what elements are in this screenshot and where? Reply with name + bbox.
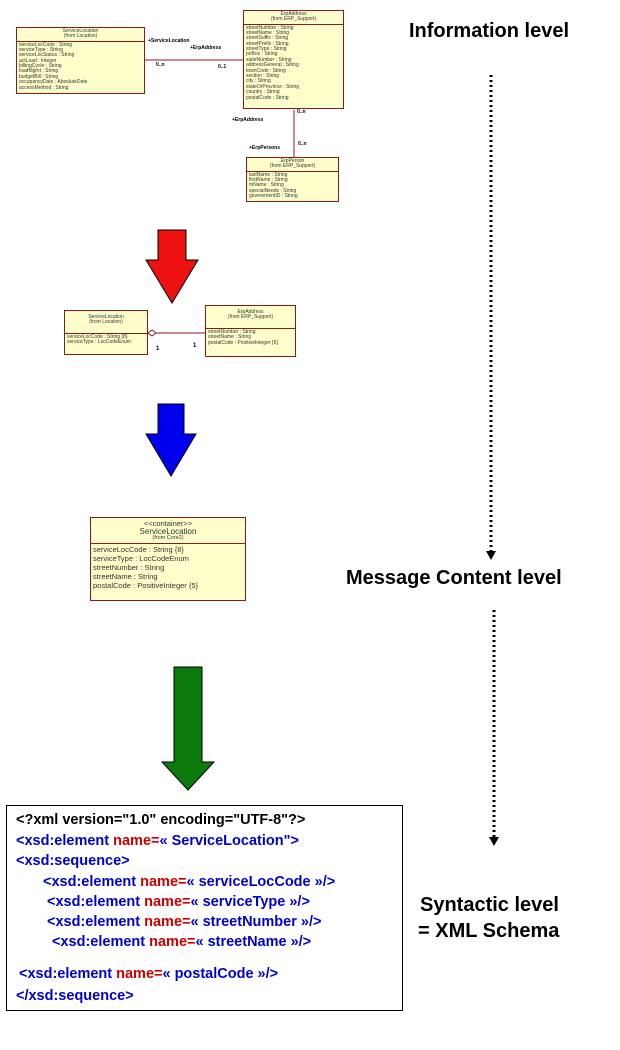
attribute: serviceLocStatus : String: [19, 52, 75, 59]
class-stereotype: <<container>>: [143, 519, 193, 528]
multiplicity-person-top: 0..n: [298, 141, 307, 147]
attribute: streetNumber : String: [208, 329, 256, 335]
xml-element-line: <xsd:element name=« streetName »/>: [52, 934, 312, 950]
attribute: postalCode : PositiveInteger {5}: [208, 339, 279, 346]
xml-element-line: <xsd:element name=« postalCode »/>: [19, 966, 279, 982]
attribute: lastName : String: [249, 171, 288, 178]
container-class-service-location: <<container>> ServiceLocation (from Core…: [90, 517, 246, 601]
attribute: streetName : String: [208, 334, 252, 341]
attribute: country : String: [246, 89, 280, 96]
attribute: budgetBill : String: [19, 73, 59, 80]
attribute: serviceLocCode : String {8}: [67, 334, 128, 340]
red-arrow: [145, 229, 199, 304]
class-attributes: serviceLocCode : String serviceType : St…: [17, 42, 144, 93]
attribute: townCode : String: [246, 67, 286, 74]
xml-element-line: <xsd:element name=« serviceLocCode »/>: [43, 874, 336, 890]
class-origin: (from ERP_Support): [269, 163, 316, 170]
role-label-erp-persons: +ErpPersons: [249, 145, 280, 151]
class-name: ErpPerson: [280, 158, 305, 164]
attribute: streetName : String: [246, 29, 290, 36]
attribute: serviceLocCode : String: [19, 41, 73, 48]
class-origin: (from ERP_Support): [227, 314, 274, 321]
attribute: governmentID : String: [249, 193, 298, 200]
role-label-service-location: +ServiceLocation: [148, 38, 190, 44]
xml-element-line: <xsd:element name=« serviceType »/>: [47, 894, 310, 910]
attribute: serviceType : String: [19, 46, 63, 53]
attribute: billingCycle : String: [19, 63, 62, 70]
class-name: ServiceLocation: [88, 314, 124, 320]
attribute: addressGeneral : String: [246, 62, 299, 69]
class-origin: (from ERP_Support): [270, 16, 317, 23]
attribute: stateOrProvince : String: [246, 83, 300, 90]
class-name: ErpAddress: [237, 309, 264, 315]
syntactic-level-label: Syntactic level: [420, 894, 559, 916]
role-label-erp-address: +ErpAddress: [190, 45, 222, 51]
multiplicity-left: 0..n: [156, 62, 165, 68]
attribute: streetPrefix : String: [246, 40, 289, 47]
information-level-label: Information level: [409, 20, 570, 42]
class-origin: (from Core2): [152, 535, 184, 542]
attribute: streetNumber : String: [93, 563, 165, 572]
attribute: actLoad : Integer: [19, 57, 57, 64]
attribute: occupancyDate : AbsoluteDate: [19, 79, 88, 86]
attribute: streetType : String: [246, 46, 287, 53]
mid-class-erp-address: ErpAddress (from ERP_Support) streetNumb…: [205, 305, 296, 357]
xml-schema-box: <?xml version="1.0" encoding="UTF-8"?> <…: [6, 805, 403, 1011]
message-content-level-label: Message Content level: [346, 567, 562, 589]
class-name: ServiceLocation: [62, 28, 99, 34]
attribute: streetSuffix : String: [246, 35, 289, 42]
attribute: serviceType : LocCodeEnum: [93, 554, 189, 563]
dotted-arrowhead-1: [486, 551, 496, 560]
xml-sequence-open: <xsd:sequence>: [16, 853, 130, 869]
mid-multiplicity-right: 1: [193, 343, 197, 349]
attribute: serviceLocCode : String {8}: [93, 545, 184, 554]
dotted-arrowhead-2: [489, 837, 499, 846]
attribute: mName : String: [249, 182, 284, 189]
class-attributes: streetNumber : String streetName : Strin…: [244, 25, 343, 102]
green-arrow: [160, 666, 216, 791]
blue-arrow: [145, 403, 197, 477]
class-attributes: lastName : String firstName : String mNa…: [247, 172, 338, 201]
xml-root-element: <xsd:element name=« ServiceLocation">: [16, 833, 299, 849]
attribute: suiteNumber : String: [246, 56, 292, 63]
attribute: postalCode : String: [246, 94, 289, 101]
aggregation-diamond: [147, 329, 157, 337]
info-class-erp-address: ErpAddress (from ERP_Support) streetNumb…: [243, 10, 344, 109]
attribute: firstName : String: [249, 176, 288, 183]
attribute: poBox : String: [246, 51, 278, 58]
mid-class-service-location: ServiceLocation (from Location) serviceL…: [64, 310, 148, 355]
xml-sequence-close: </xsd:sequence>: [16, 988, 134, 1004]
mid-multiplicity-left: 1: [156, 346, 160, 352]
attribute: postalCode : PositiveInteger {5}: [93, 581, 199, 590]
attribute: streetName : String: [93, 572, 158, 581]
class-attributes: streetNumber : String streetName : Strin…: [206, 329, 295, 347]
class-attributes: serviceLocCode : String {8} serviceType …: [91, 544, 245, 591]
info-class-erp-person: ErpPerson (from ERP_Support) lastName : …: [246, 157, 339, 202]
attribute: serviceType : LocCodeEnum: [67, 339, 131, 346]
info-class-service-location: ServiceLocation (from Location) serviceL…: [16, 27, 145, 94]
attribute: streetNumber : String: [246, 24, 294, 31]
xml-element-line: <xsd:element name=« streetNumber »/>: [47, 914, 322, 930]
class-name: ServiceLocation: [139, 526, 197, 536]
xml-declaration: <?xml version="1.0" encoding="UTF-8"?>: [16, 812, 306, 828]
attribute: loadMgmt : String: [19, 68, 59, 75]
class-attributes: serviceLocCode : String {8} serviceType …: [65, 334, 147, 347]
xml-schema-level-label: = XML Schema: [418, 920, 560, 942]
multiplicity-address-bottom: 0..n: [297, 109, 306, 115]
class-name: ErpAddress: [280, 11, 307, 17]
multiplicity-right: 0..1: [218, 64, 227, 70]
class-origin: (from Location): [63, 33, 98, 40]
class-origin: (from Location): [89, 319, 123, 326]
role-label-erp-address-2: +ErpAddress: [232, 117, 264, 123]
attribute: accessMethod : String: [19, 84, 69, 91]
attribute: city : String: [246, 78, 271, 85]
attribute: section : String: [246, 73, 280, 80]
attribute: specialNeeds : String: [249, 187, 297, 194]
